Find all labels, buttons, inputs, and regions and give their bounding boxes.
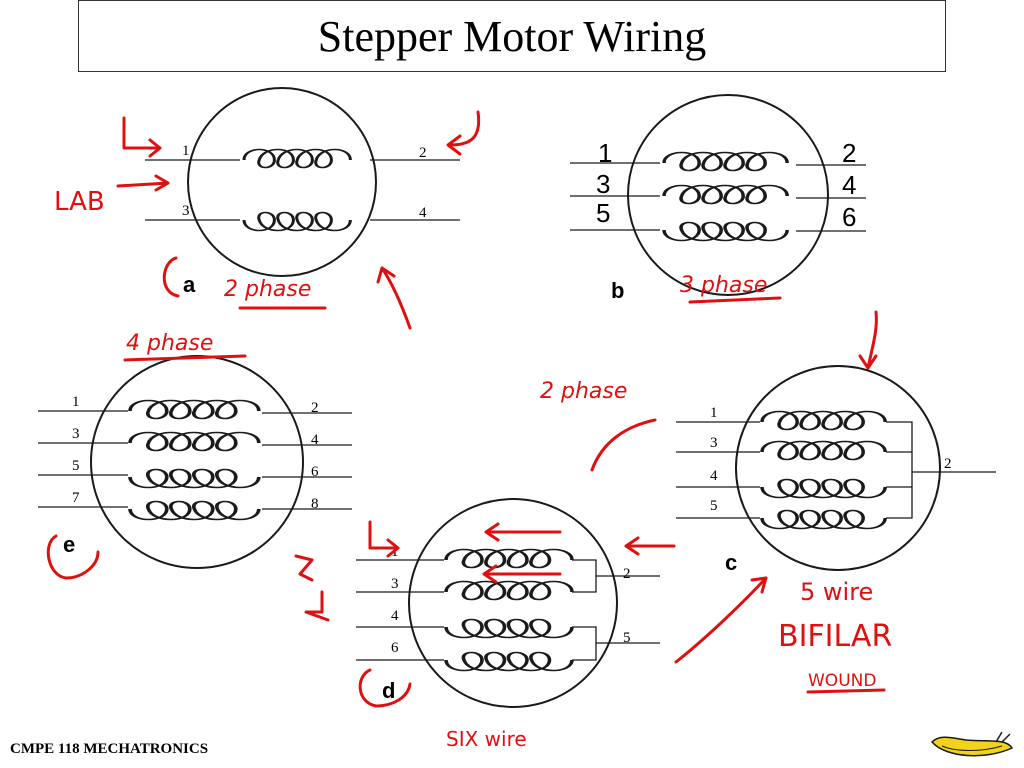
annotation-5wire: 5 wire <box>800 578 873 606</box>
terminal-a-1: 1 <box>182 143 190 159</box>
terminal-b-4: 4 <box>842 170 856 200</box>
arrow-a-pointer <box>376 266 412 330</box>
figure-label-d: d <box>382 678 395 703</box>
figure-a: 1 2 3 4 a <box>145 87 460 297</box>
circle-label-e <box>46 534 100 580</box>
terminal-c-3: 3 <box>710 435 718 451</box>
terminal-a-2: 2 <box>419 145 427 161</box>
coil-d-3 <box>444 617 574 640</box>
coil-b-1 <box>662 150 789 173</box>
hook-arrow-a-left <box>122 116 162 158</box>
annotation-3phase: 3 phase <box>680 273 767 298</box>
arrow-d-top <box>484 522 562 542</box>
hook-arrow-a-right <box>446 110 481 156</box>
hook-arrow-d-left <box>368 520 400 558</box>
terminal-e-3: 3 <box>72 426 80 442</box>
terminal-d-5: 5 <box>623 630 631 646</box>
terminal-e-4: 4 <box>311 432 319 448</box>
banana-slug-logo <box>930 731 1014 757</box>
annotation-4phase: 4 phase <box>126 331 213 356</box>
terminal-e-2: 2 <box>311 400 319 416</box>
terminal-e-1: 1 <box>72 394 80 410</box>
coil-a-top <box>242 147 352 170</box>
arrow-d-inner <box>482 564 562 584</box>
coil-b-2 <box>662 183 789 206</box>
terminal-c-2: 2 <box>944 456 952 472</box>
underline-4phase <box>123 354 247 362</box>
figure-label-b: b <box>611 278 624 303</box>
coil-d-1 <box>444 547 574 570</box>
squiggle-d-1 <box>294 554 314 582</box>
terminal-d-2: 2 <box>623 566 631 582</box>
terminal-e-6: 6 <box>311 464 319 480</box>
coil-e-4 <box>128 499 261 522</box>
terminal-b-3: 3 <box>596 169 610 199</box>
arrow-to-c-label <box>674 576 768 664</box>
terminal-b-2: 2 <box>842 138 856 168</box>
motor-circle-a <box>187 87 377 277</box>
common-bus-c <box>886 421 913 519</box>
terminal-d-3: 3 <box>391 576 399 592</box>
coil-e-2 <box>128 430 261 453</box>
lab-arrow <box>116 174 170 192</box>
figure-e: 1 3 5 7 2 4 6 8 e <box>38 355 352 569</box>
coil-e-3 <box>128 467 261 490</box>
terminal-c-1: 1 <box>710 405 718 421</box>
terminal-c-4: 4 <box>710 468 718 484</box>
terminal-d-6: 6 <box>391 640 399 656</box>
arrow-to-d-2 <box>624 536 676 556</box>
terminal-a-3: 3 <box>182 203 190 219</box>
motor-circle-e <box>90 355 304 569</box>
figure-d: 1 3 4 6 2 5 d <box>356 498 660 708</box>
figure-c: 1 3 4 5 2 c <box>676 365 996 575</box>
terminal-b-5: 5 <box>596 198 610 228</box>
common-bus-d-top <box>572 559 597 593</box>
annotation-lab: LAB <box>54 187 105 217</box>
coil-c-1 <box>760 409 887 432</box>
footer-course-label: CMPE 118 MECHATRONICS <box>10 741 209 757</box>
annotation-wound: WOUND <box>808 671 876 691</box>
figure-label-a: a <box>183 272 196 297</box>
coil-d-4 <box>444 650 574 673</box>
coil-c-3 <box>760 477 887 500</box>
arc-c-left <box>590 418 657 472</box>
terminal-b-6: 6 <box>842 202 856 232</box>
coil-c-2 <box>760 439 887 462</box>
annotation-six-wire: SIX wire <box>446 727 527 751</box>
circle-label-d <box>358 668 412 708</box>
terminal-d-4: 4 <box>391 608 399 624</box>
annotations: LAB 2 phase 3 phase 4 phase 2 phase 5 wi… <box>46 110 892 751</box>
figure-label-c: c <box>725 550 737 575</box>
coil-b-3 <box>662 220 789 243</box>
figure-label-e: e <box>63 532 75 557</box>
motor-circle-d <box>408 498 618 708</box>
figure-b: 1 2 3 4 5 6 b <box>570 94 866 303</box>
terminal-b-1: 1 <box>598 138 612 168</box>
annotation-2phase-c: 2 phase <box>540 379 627 404</box>
coil-c-4 <box>760 508 887 531</box>
coil-a-bottom <box>242 210 352 233</box>
motor-circle-b <box>627 94 829 296</box>
slide-title-box: Stepper Motor Wiring <box>78 0 946 72</box>
underline-wound <box>806 688 886 694</box>
coil-e-1 <box>128 398 261 421</box>
terminal-e-8: 8 <box>311 496 319 512</box>
squiggle-d-2 <box>304 590 330 622</box>
terminal-e-7: 7 <box>72 490 80 506</box>
coil-d-2 <box>444 579 574 602</box>
underline-3phase <box>688 296 782 304</box>
annotation-bifilar: BIFILAR <box>778 619 892 654</box>
circle-label-a <box>162 256 180 298</box>
common-bus-d-bottom <box>572 626 597 661</box>
motor-circle-c <box>735 365 941 571</box>
terminal-c-5: 5 <box>710 498 718 514</box>
slide-title: Stepper Motor Wiring <box>317 11 707 61</box>
annotation-2phase-a: 2 phase <box>224 277 311 302</box>
terminal-e-5: 5 <box>72 458 80 474</box>
arrow-c-down <box>858 310 878 370</box>
terminal-a-4: 4 <box>419 205 427 221</box>
